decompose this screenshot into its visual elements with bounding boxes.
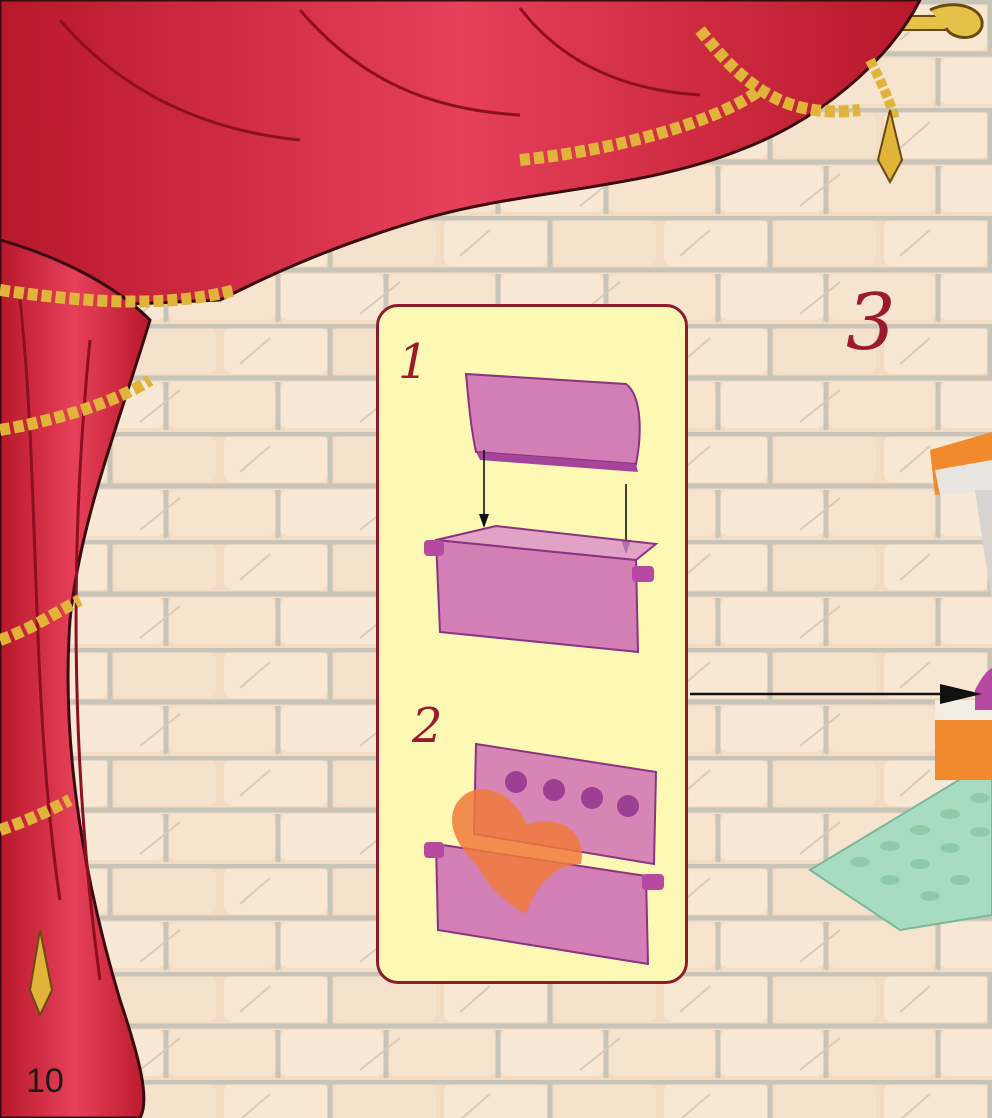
chest-assembly-illustration (376, 304, 688, 984)
step-number: 3 (846, 284, 896, 362)
substep-number-2: 2 (412, 702, 443, 750)
chest-base (424, 526, 656, 652)
chest-with-lobster (424, 744, 664, 964)
chest-lid (466, 374, 640, 472)
substep-number-1: 1 (398, 338, 429, 386)
page-number: 10 (26, 1062, 64, 1101)
